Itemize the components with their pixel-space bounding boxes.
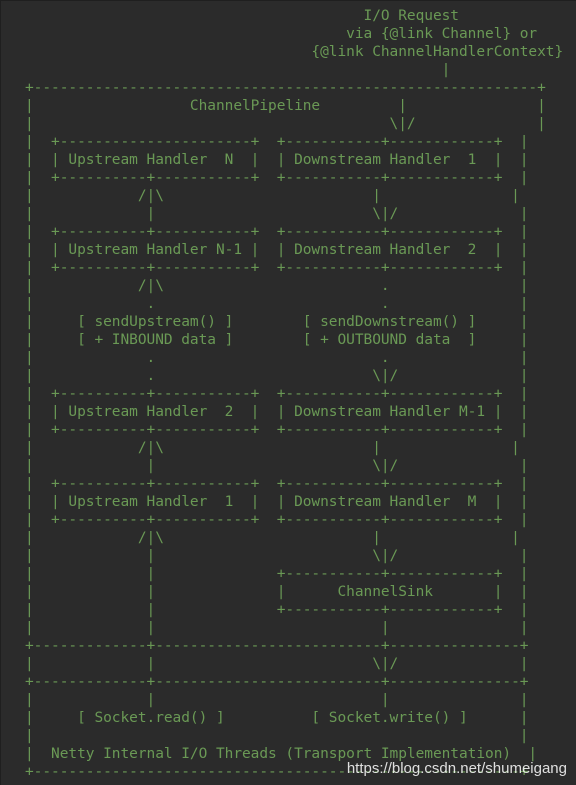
- diagram-line: | | +-----------+------------+ |: [25, 566, 529, 582]
- diagram-line: | | \|/ |: [25, 656, 529, 672]
- diagram-line: | [ + INBOUND data ] [ + OUTBOUND data ]…: [25, 332, 529, 348]
- diagram-line: I/O Request: [25, 8, 460, 24]
- diagram-line: | [ Socket.read() ] [ Socket.write() ] |: [25, 710, 529, 726]
- diagram-line: | +----------+-----------+ +-----------+…: [25, 422, 529, 438]
- diagram-line: | | Upstream Handler N | | Downstream Ha…: [25, 152, 529, 168]
- diagram-line: | | Upstream Handler 1 | | Downstream Ha…: [25, 494, 529, 510]
- diagram-line: | +----------------------+ +-----------+…: [25, 134, 529, 150]
- diagram-line: | /|\ | |: [25, 188, 520, 204]
- diagram-line: +---------------------------------------…: [25, 80, 546, 96]
- diagram-line: | | \|/ |: [25, 206, 529, 222]
- diagram-line: |: [25, 62, 451, 78]
- source-watermark: https://blog.csdn.net/shumeigang: [346, 760, 567, 777]
- diagram-line: +-------------+-------------------------…: [25, 674, 529, 690]
- diagram-line: | | | |: [25, 692, 529, 708]
- diagram-line: | | \|/ |: [25, 458, 529, 474]
- diagram-line: | +----------+-----------+ +-----------+…: [25, 476, 529, 492]
- diagram-line: | ChannelPipeline | |: [25, 98, 546, 114]
- diagram-line: {@link ChannelHandlerContext}: [25, 44, 564, 60]
- diagram-line: | +----------+-----------+ +-----------+…: [25, 260, 529, 276]
- diagram-line: | \|/ |: [25, 116, 546, 132]
- diagram-line: via {@link Channel} or: [25, 26, 538, 42]
- diagram-line: | | +-----------+------------+ |: [25, 602, 529, 618]
- diagram-line: | |: [25, 728, 529, 744]
- diagram-line: | +----------+-----------+ +-----------+…: [25, 224, 529, 240]
- diagram-line: +---------------------------------------…: [25, 764, 529, 780]
- diagram-line: | Netty Internal I/O Threads (Transport …: [25, 746, 538, 762]
- diagram-line: | . . |: [25, 296, 529, 312]
- diagram-line: | /|\ | |: [25, 530, 520, 546]
- diagram-line: | /|\ | |: [25, 440, 520, 456]
- diagram-line: +-------------+-------------------------…: [25, 638, 529, 654]
- diagram-line: | . \|/ |: [25, 368, 529, 384]
- diagram-line: | . . |: [25, 350, 529, 366]
- diagram-line: | | | ChannelSink | |: [25, 584, 529, 600]
- diagram-line: | +----------+-----------+ +-----------+…: [25, 386, 529, 402]
- diagram-line: | | \|/ |: [25, 548, 529, 564]
- diagram-line: | | Upstream Handler 2 | | Downstream Ha…: [25, 404, 529, 420]
- diagram-line: | | Upstream Handler N-1 | | Downstream …: [25, 242, 529, 258]
- diagram-line: | | | |: [25, 620, 529, 636]
- channel-pipeline-ascii-diagram: I/O Request via {@link Channel} or {@lin…: [25, 7, 563, 781]
- diagram-line: | +----------+-----------+ +-----------+…: [25, 512, 529, 528]
- diagram-line: | /|\ . |: [25, 278, 529, 294]
- diagram-line: | +----------+-----------+ +-----------+…: [25, 170, 529, 186]
- diagram-line: | [ sendUpstream() ] [ sendDownstream() …: [25, 314, 529, 330]
